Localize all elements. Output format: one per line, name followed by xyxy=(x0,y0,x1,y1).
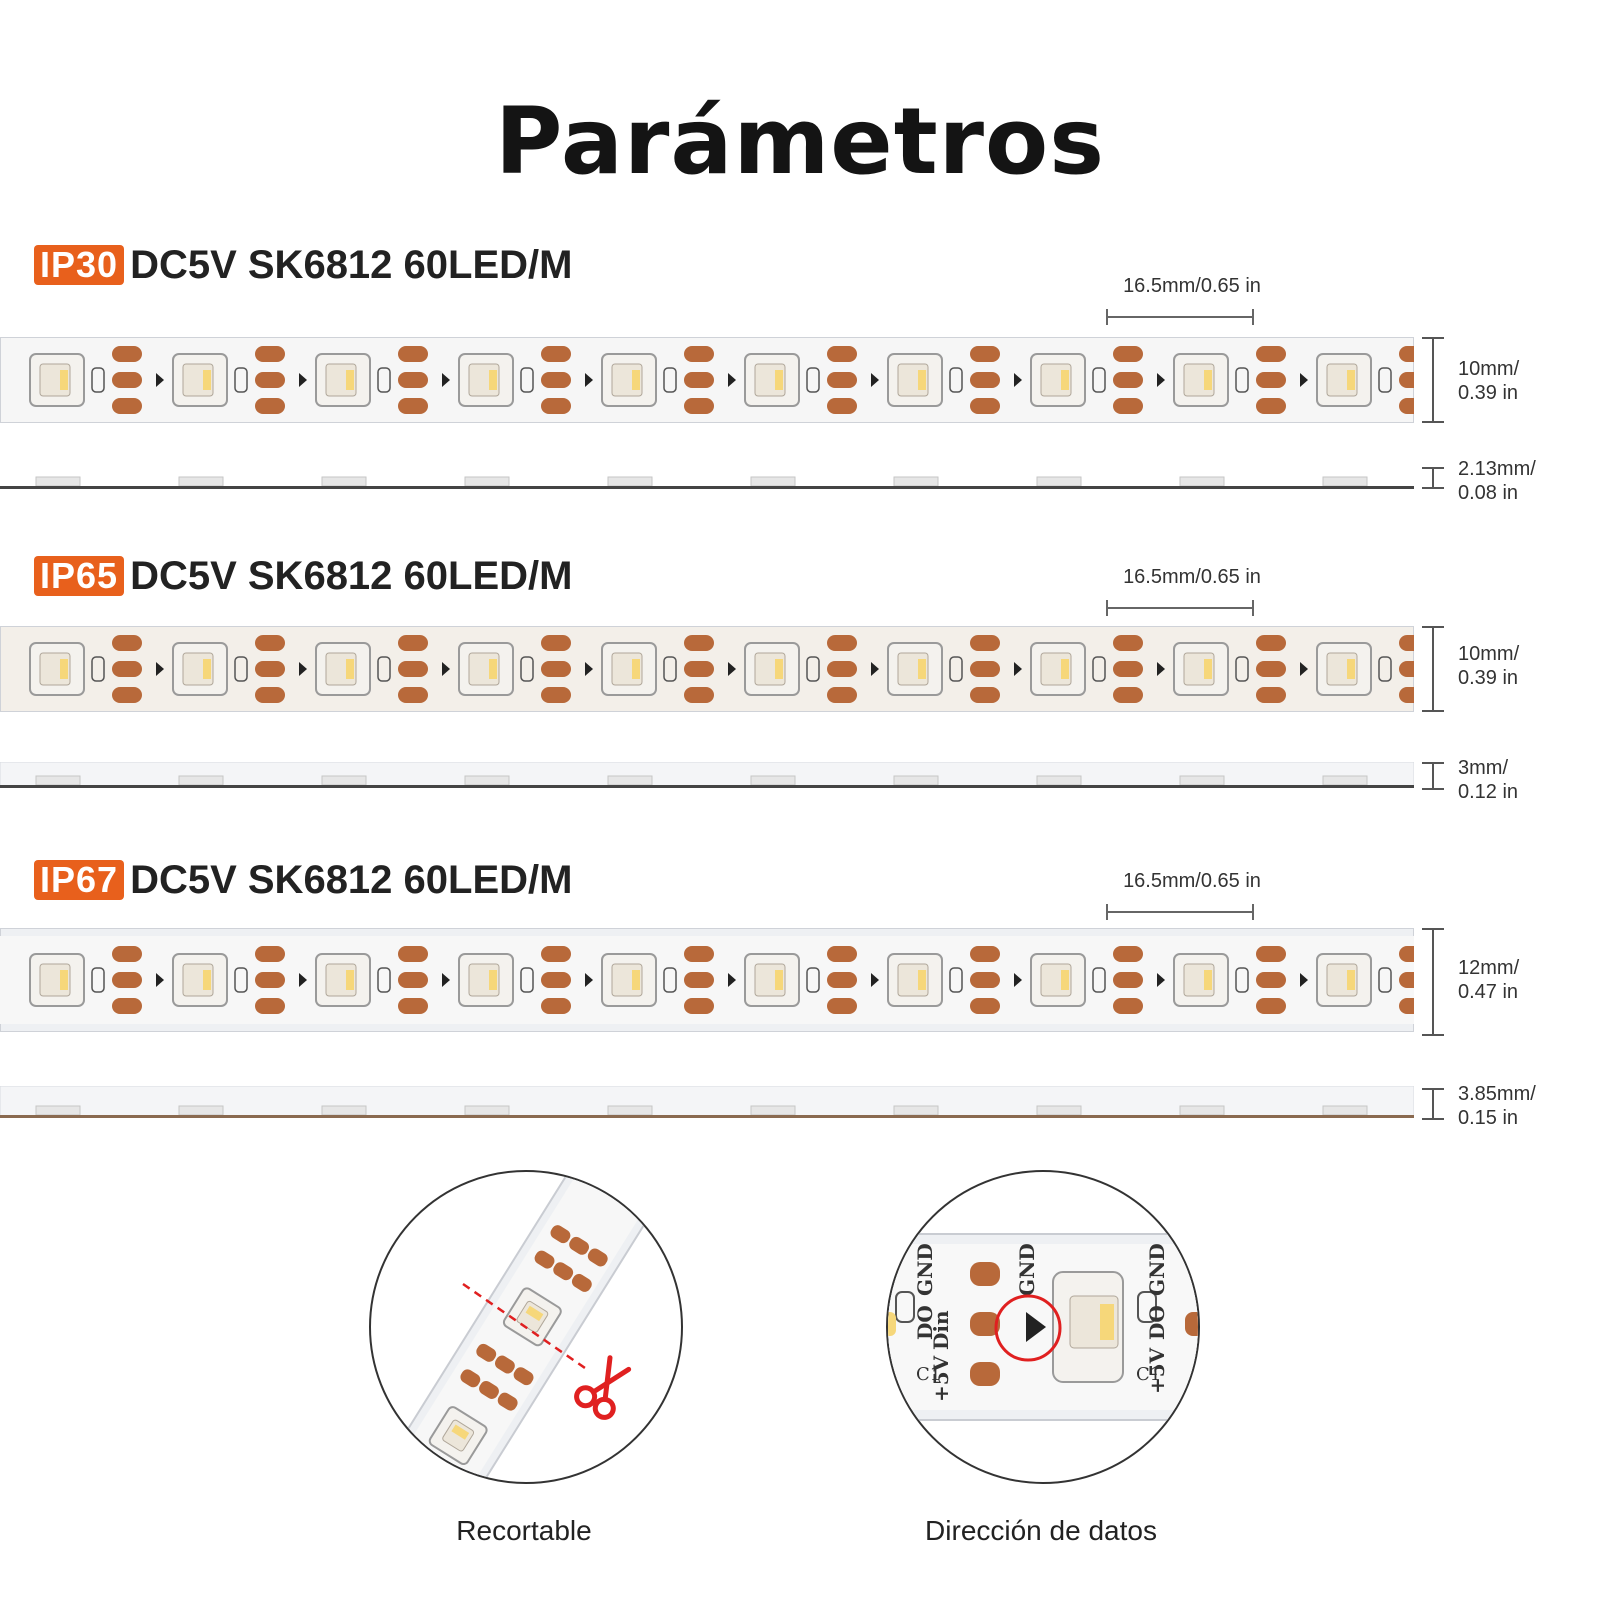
led-segment xyxy=(458,346,593,414)
cuttable-illustration xyxy=(371,1172,681,1482)
pitch-label: 16.5mm/0.65 in xyxy=(1123,275,1261,297)
led-segment xyxy=(1173,346,1308,414)
data-direction-illustration: Din +5V GND GND DO GND DO +5V C1 C1 xyxy=(888,1233,1198,1421)
width-bracket xyxy=(1422,337,1444,423)
model-text: DC5V SK6812 60LED/M xyxy=(130,242,573,287)
led-strip-top-view xyxy=(0,928,1414,1032)
section-heading: IP30 DC5V SK6812 60LED/M xyxy=(34,242,573,287)
pad-label-5v-right: +5V xyxy=(1145,1347,1169,1394)
led-strip-top-view xyxy=(0,626,1414,712)
led-segment xyxy=(458,946,593,1014)
led-strip-side-view xyxy=(0,761,1415,788)
ip-badge: IP67 xyxy=(34,860,125,900)
pad-label-gnd-left: GND xyxy=(913,1243,937,1296)
led-segment xyxy=(315,946,450,1014)
ip-badge: IP30 xyxy=(34,245,125,285)
pad-label-gnd: GND xyxy=(1015,1243,1039,1296)
pad-label-gnd-right: GND xyxy=(1145,1243,1169,1296)
pad-label-5v: +5V xyxy=(929,1355,953,1402)
spec-section-ip30: IP30 DC5V SK6812 60LED/M 16.5mm/0.65 in … xyxy=(0,242,1600,545)
caption-cuttable: Recortable xyxy=(456,1515,592,1546)
pad-label-do-left: DO xyxy=(913,1305,937,1340)
width-label: 10mm/0.39 in xyxy=(1458,358,1520,404)
pad-label-din: Din xyxy=(929,1310,953,1350)
led-segment xyxy=(1316,346,1414,414)
led-segment xyxy=(315,346,450,414)
ip-badge: IP65 xyxy=(34,556,125,596)
pitch-line xyxy=(1106,309,1254,325)
led-segment xyxy=(1030,346,1165,414)
model-text: DC5V SK6812 60LED/M xyxy=(130,553,573,598)
page-title: Parámetros xyxy=(494,88,1106,195)
cuttable-detail-circle xyxy=(369,1170,683,1484)
led-segment xyxy=(1316,946,1414,1014)
led-segment xyxy=(601,946,736,1014)
pitch-line xyxy=(1106,904,1254,920)
led-strip-side-view xyxy=(0,465,1414,489)
thickness-bracket xyxy=(1422,1088,1444,1120)
led-segment xyxy=(887,946,1022,1014)
led-segment xyxy=(744,946,879,1014)
data-direction-detail-circle: Din +5V GND GND DO GND DO +5V C1 C1 xyxy=(886,1170,1200,1484)
led-segment xyxy=(29,946,164,1014)
led-segment xyxy=(1173,946,1308,1014)
led-strip-side-view xyxy=(0,1085,1415,1118)
model-text: DC5V SK6812 60LED/M xyxy=(130,857,573,902)
width-label: 12mm/0.47 in xyxy=(1458,957,1520,1003)
thickness-bracket xyxy=(1422,467,1444,489)
led-segment xyxy=(1030,635,1165,703)
spec-section-ip67: IP67 DC5V SK6812 60LED/M 16.5mm/0.65 in … xyxy=(0,857,1600,1160)
led-segment xyxy=(887,635,1022,703)
scissors-icon xyxy=(574,1355,632,1420)
section-heading: IP67 DC5V SK6812 60LED/M xyxy=(34,857,573,902)
width-label: 10mm/0.39 in xyxy=(1458,643,1520,689)
thickness-bracket xyxy=(1422,762,1444,790)
thickness-label: 3.85mm/0.15 in xyxy=(1458,1083,1536,1129)
led-segment xyxy=(744,635,879,703)
led-segment xyxy=(1173,635,1308,703)
led-strip-top-view xyxy=(0,337,1414,423)
thickness-label: 3mm/0.12 in xyxy=(1458,757,1519,803)
led-segment xyxy=(172,946,307,1014)
pad-label-c1-left: C1 xyxy=(916,1364,941,1385)
led-segment xyxy=(601,346,736,414)
pitch-line xyxy=(1106,600,1254,616)
led-segment xyxy=(744,346,879,414)
led-segment xyxy=(1316,635,1414,703)
pitch-label: 16.5mm/0.65 in xyxy=(1123,870,1261,892)
led-segment xyxy=(315,635,450,703)
led-segment xyxy=(29,635,164,703)
thickness-label: 2.13mm/0.08 in xyxy=(1458,458,1536,504)
led-segment xyxy=(601,635,736,703)
width-bracket xyxy=(1422,626,1444,712)
led-segment xyxy=(1030,946,1165,1014)
section-heading: IP65 DC5V SK6812 60LED/M xyxy=(34,553,573,598)
spec-section-ip65: IP65 DC5V SK6812 60LED/M 16.5mm/0.65 in … xyxy=(0,553,1600,856)
led-segment xyxy=(29,346,164,414)
data-arrow-icon xyxy=(1026,1312,1046,1342)
pitch-label: 16.5mm/0.65 in xyxy=(1123,566,1261,588)
led-segment xyxy=(458,635,593,703)
led-segment xyxy=(172,346,307,414)
led-segment xyxy=(172,635,307,703)
pad-label-do-right: DO xyxy=(1145,1305,1169,1340)
pad-label-c1-right: C1 xyxy=(1136,1364,1161,1385)
caption-data-direction: Dirección de datos xyxy=(925,1515,1157,1546)
led-segment xyxy=(887,346,1022,414)
width-bracket xyxy=(1422,928,1444,1036)
